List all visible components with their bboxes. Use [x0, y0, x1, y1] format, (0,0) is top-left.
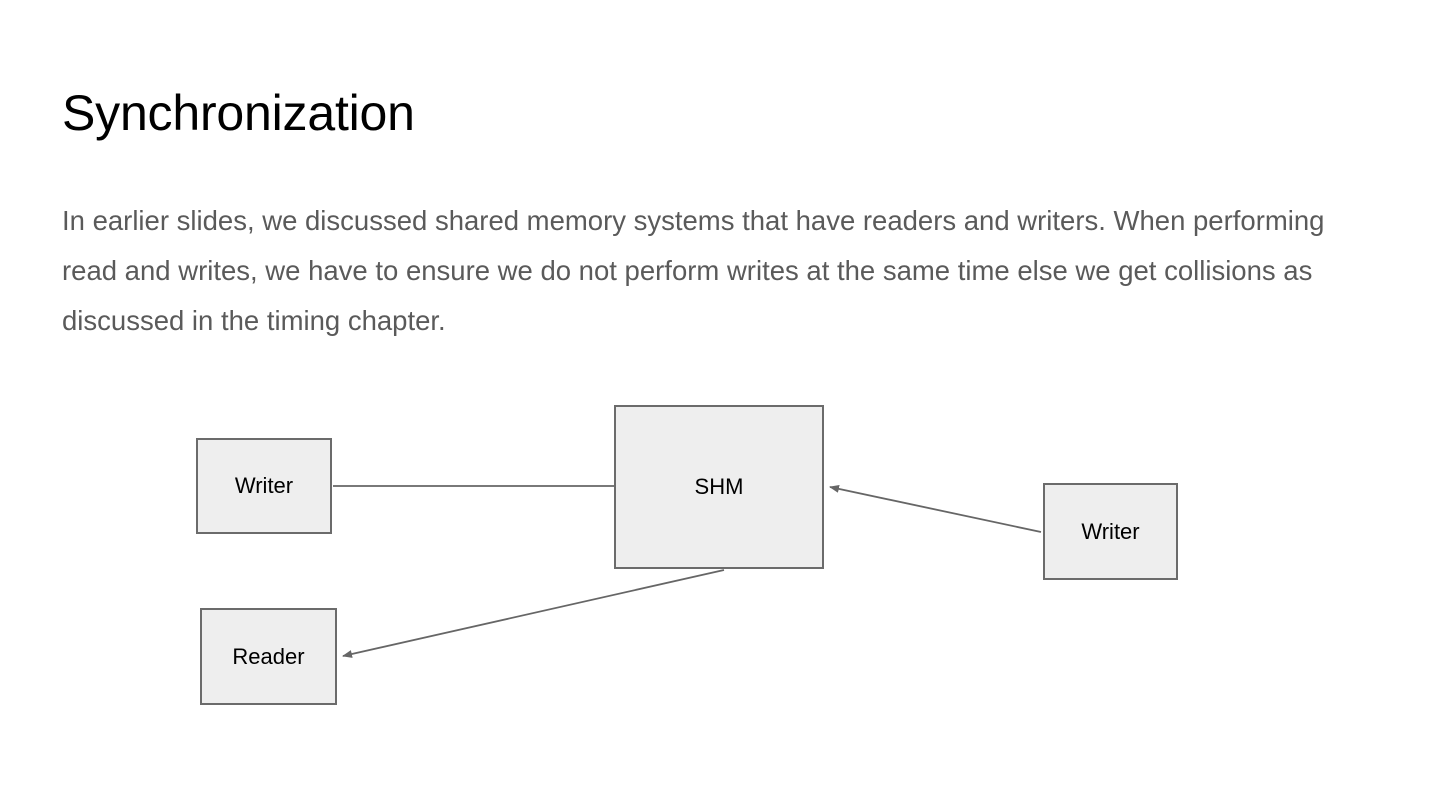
edge-writer-right-to-shm [829, 484, 1042, 533]
diagram-node-writer-right[interactable]: Writer [1043, 483, 1178, 580]
slide-body-text: In earlier slides, we discussed shared m… [62, 205, 1325, 336]
edge-shm-to-reader [342, 569, 725, 658]
diagram-node-label: SHM [694, 474, 744, 499]
page-title: Synchronization [62, 85, 415, 141]
diagram-node-writer-left[interactable]: Writer [196, 438, 332, 534]
diagram-node-reader[interactable]: Reader [200, 608, 337, 705]
diagram-node-shm[interactable]: SHM [614, 405, 824, 569]
diagram-node-label: Writer [1081, 518, 1140, 544]
diagram-node-label: Writer [234, 473, 294, 498]
diagram-node-label: Reader [232, 643, 305, 669]
